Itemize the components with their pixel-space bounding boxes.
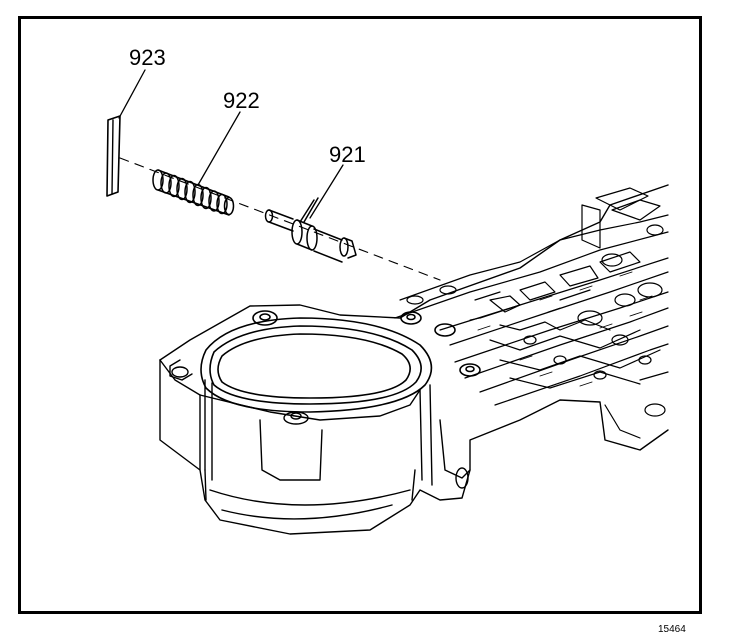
figure-code: 15464 <box>658 624 686 635</box>
spring-922 <box>152 169 235 216</box>
callout-922-label: 922 <box>223 88 260 113</box>
retainer-plate-923 <box>106 115 121 197</box>
assembly-axis <box>119 157 441 281</box>
callout-921-label: 921 <box>329 142 366 167</box>
leader-922 <box>197 111 241 186</box>
valve-body-channels <box>394 187 669 439</box>
valve-921 <box>264 197 357 263</box>
valve-body-hatching <box>469 271 653 387</box>
leader-923 <box>118 69 146 119</box>
diagram-frame <box>18 16 702 614</box>
callout-923-label: 923 <box>129 45 166 70</box>
leader-921 <box>309 164 344 219</box>
servo-bore <box>200 310 481 413</box>
valve-body-casting <box>159 184 669 535</box>
